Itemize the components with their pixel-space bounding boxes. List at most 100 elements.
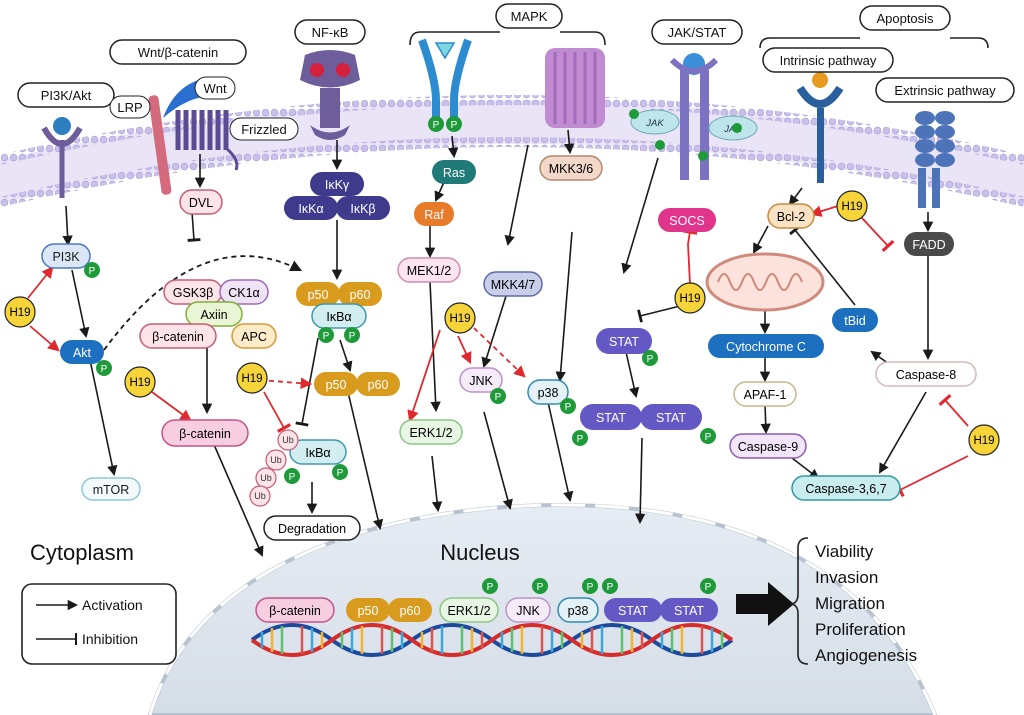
header-mapk: MAPK [511, 9, 548, 24]
node-tbid: tBid [844, 314, 866, 328]
nuc-p38: p38 [568, 604, 589, 618]
svg-text:P: P [289, 472, 296, 483]
label-jak-left: JAK [645, 118, 664, 129]
svg-text:P: P [451, 120, 458, 131]
outcome-arrow [736, 582, 794, 626]
extrinsic-receptor [915, 111, 955, 208]
h19-nfkb: H19 [241, 373, 262, 385]
nfkb-pathway-nodes: IκKγ IκKα IκKβ p50 p60 IκBα p50 p60 IκBα… [249, 172, 400, 541]
svg-text:P: P [565, 402, 572, 413]
svg-text:P: P [607, 582, 614, 593]
node-pi3k: PI3K [52, 250, 80, 264]
node-gsk3b: GSK3β [173, 286, 214, 300]
node-mtor: mTOR [93, 483, 130, 497]
node-cytc: Cytochrome C [726, 340, 806, 354]
node-bcl2: Bcl-2 [777, 210, 806, 224]
node-axin: Axiin [200, 308, 227, 322]
outcome-proliferation: Proliferation [815, 620, 906, 639]
node-mkk47: MKK4/7 [491, 278, 536, 292]
nuc-p50: p50 [358, 604, 379, 618]
node-casp9: Caspase-9 [738, 440, 798, 454]
svg-text:Ub: Ub [254, 491, 266, 501]
node-p60-free: p60 [368, 378, 389, 392]
label-lrp: LRP [117, 100, 142, 115]
h19-arrows [27, 205, 969, 498]
nuc-stat-b: STAT [674, 604, 704, 618]
node-ikba: IκBα [326, 310, 351, 324]
svg-text:Ub: Ub [282, 435, 294, 445]
node-ck1a: CK1α [228, 286, 260, 300]
legend-activation: Activation [82, 597, 143, 613]
receptor-labels: LRP Wnt Frizzled JAK JAK [109, 76, 742, 141]
node-socs: SOCS [669, 214, 704, 228]
svg-text:P: P [495, 392, 502, 403]
outcome-bracket [789, 537, 809, 665]
header-brackets [409, 31, 989, 49]
pi3k-receptor [41, 117, 83, 198]
pathway-headers: PI3K/Akt Wnt/β-catenin NF-κB MAPK JAK/ST… [17, 3, 1015, 108]
dna-helix [250, 623, 734, 657]
h19-casp: H19 [973, 435, 994, 447]
node-bcat-complex: β-catenin [152, 330, 204, 344]
header-pi3k: PI3K/Akt [41, 88, 92, 103]
node-p38: p38 [538, 386, 559, 400]
header-jak-stat: JAK/STAT [668, 25, 727, 40]
svg-text:P: P [433, 120, 440, 131]
node-casp8: Caspase-8 [896, 368, 956, 382]
outcome-list: Viability Invasion Migration Proliferati… [815, 542, 917, 665]
svg-text:Ub: Ub [270, 455, 282, 465]
node-p50-cyto: p50 [308, 288, 329, 302]
cytoplasm-label: Cytoplasm [30, 540, 134, 565]
outcome-invasion: Invasion [815, 568, 878, 587]
nuc-erk12: ERK1/2 [447, 604, 490, 618]
mapk-pathway-nodes: Ras Raf MEK1/2 ERK1/2 MKK3/6 MKK4/7 JNK … [397, 155, 603, 445]
node-dvl: DVL [189, 196, 213, 210]
node-ikba-ub: IκBα [305, 446, 330, 460]
node-mek12: MEK1/2 [407, 264, 452, 278]
node-ikkg: IκKγ [325, 178, 350, 192]
mapk-receptor [418, 38, 472, 130]
nuc-p60: p60 [400, 604, 421, 618]
header-nfkb: NF-κB [312, 25, 349, 40]
h19-mapk: H19 [449, 313, 470, 325]
h19-bcl2: H19 [841, 201, 862, 213]
h19-akt: H19 [9, 307, 30, 319]
legend: Activation Inhibition [21, 583, 177, 665]
phospho-dots [84, 262, 716, 594]
outcome-migration: Migration [815, 594, 885, 613]
header-intrinsic: Intrinsic pathway [780, 53, 877, 68]
mitochondrion [705, 252, 825, 312]
h19-markers: H19 H19 H19 H19 H19 H19 H19 [4, 190, 1000, 456]
nuc-jnk: JNK [516, 604, 540, 618]
outcome-angiogenesis: Angiogenesis [815, 646, 917, 665]
svg-text:P: P [577, 434, 584, 445]
activation-arrows [62, 129, 934, 557]
receptor-phospho: P P [428, 109, 742, 161]
node-apc: APC [241, 330, 267, 344]
wnt-pathway-nodes: DVL GSK3β CK1α Axiin β-catenin APC β-cat… [139, 189, 277, 447]
svg-text:P: P [487, 582, 494, 593]
node-bcat: β-catenin [179, 427, 231, 441]
svg-text:P: P [537, 582, 544, 593]
label-wnt: Wnt [203, 81, 227, 96]
nucleus-label: Nucleus [440, 540, 519, 565]
svg-text:P: P [323, 331, 330, 342]
node-apaf1: APAF-1 [744, 388, 787, 402]
akt-to-nfkb-dashed [103, 255, 303, 351]
node-casp367: Caspase-3,6,7 [805, 482, 886, 496]
pi3k-pathway-nodes: PI3K Akt mTOR [41, 243, 141, 501]
mapk-channel [545, 48, 605, 128]
node-ikka: IκKα [298, 202, 323, 216]
svg-text:P: P [705, 582, 712, 593]
header-apoptosis: Apoptosis [876, 11, 934, 26]
node-fadd: FADD [912, 238, 945, 252]
outcome-viability: Viability [815, 542, 874, 561]
intrinsic-receptor [796, 72, 844, 183]
header-wnt: Wnt/β-catenin [138, 45, 218, 60]
node-degradation: Degradation [278, 522, 346, 536]
svg-text:P: P [705, 432, 712, 443]
node-ras: Ras [443, 166, 465, 180]
svg-text:P: P [647, 354, 654, 365]
